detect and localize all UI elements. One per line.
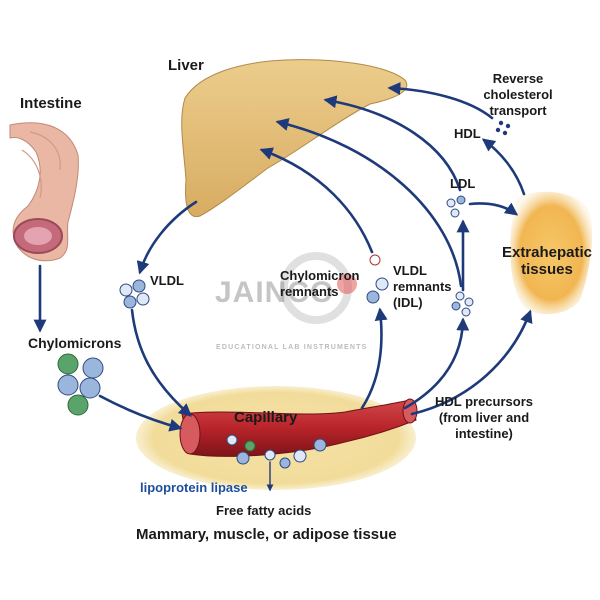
arrow-liver-to-vldl: [136, 200, 198, 275]
intestine-label: Intestine: [20, 95, 82, 112]
vldl-label: VLDL: [150, 273, 184, 288]
lipoprotein-lipase-label: lipoprotein lipase: [140, 480, 248, 495]
reverse-transport-label: Reverse cholesterol transport: [483, 71, 553, 118]
hdl-label: HDL: [454, 126, 481, 141]
watermark-tagline: EDUCATIONAL LAB INSTRUMENTS: [216, 344, 368, 351]
intestine-folds: [21, 131, 61, 199]
arrow-chylomicrons-to-capillary: [98, 394, 183, 432]
liver-label: Liver: [168, 57, 204, 74]
ldl-particles: [446, 195, 466, 218]
vldl-remnants-label: VLDL remnants (IDL): [393, 263, 452, 310]
hdl-dots: [495, 120, 511, 136]
tissue-label: Mammary, muscle, or adipose tissue: [136, 526, 397, 543]
arrow-hdl-to-liver: [387, 82, 494, 120]
capillary-opening-right: [402, 398, 418, 424]
free-fatty-acids-label: Free fatty acids: [216, 503, 312, 518]
liver-shape: [181, 59, 408, 218]
chylomicron-particles: [57, 353, 104, 416]
extrahepatic-tissue-shape: [510, 191, 593, 315]
vldl-particles: [119, 279, 150, 309]
capillary-particles: [226, 434, 327, 469]
hdl-precursors-label: HDL precursors (from liver and intestine…: [434, 394, 533, 441]
watermark-logo-dot: [337, 274, 357, 294]
chylomicron-remnant-particles: [366, 254, 389, 304]
extrahepatic-label: Extrahepatic tissues: [501, 244, 593, 278]
arrow-remnants-to-liver: [259, 147, 374, 254]
arrow-ldl-to-tissues: [468, 202, 519, 216]
idl-particles: [451, 291, 474, 317]
arrow-vldl-to-capillary: [130, 308, 192, 417]
capillary-opening-left: [179, 413, 201, 455]
chylomicron-remnants-label: Chylomicron remnants: [280, 268, 360, 299]
intestine-lumen: [24, 227, 52, 245]
capillary-label: Capillary: [234, 409, 298, 426]
watermark-brand: JAINCO: [215, 276, 335, 309]
chylomicrons-label: Chylomicrons: [28, 335, 122, 351]
arrow-capillary-to-idl: [403, 317, 470, 410]
arrow-idl-to-liver: [275, 118, 463, 288]
arrow-tissues-to-hdl: [481, 138, 526, 196]
arrow-ldl-to-liver: [323, 95, 462, 192]
arrow-capillary-to-hdl-precursors: [410, 309, 533, 416]
ldl-label: LDL: [450, 176, 476, 191]
arrow-capillary-to-remnants: [360, 307, 388, 410]
